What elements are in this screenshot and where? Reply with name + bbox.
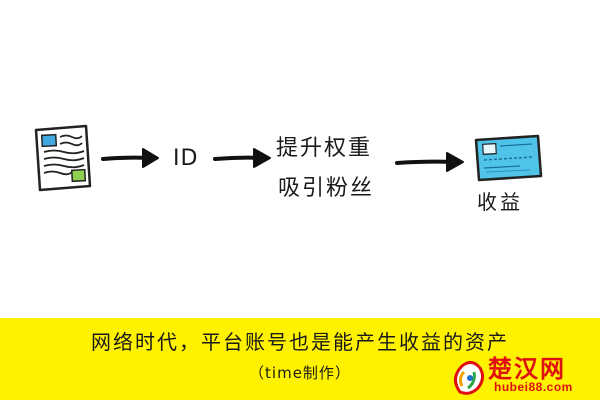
arrow-icon-1: [101, 148, 159, 168]
id-label: ID: [173, 146, 199, 171]
income-label: 收益: [477, 190, 523, 214]
arrow-icon-2: [213, 148, 271, 168]
logo-url: hubei88.com: [494, 380, 573, 394]
logo-emblem-icon: [454, 361, 485, 395]
caption-sub-text: （time制作）: [249, 364, 351, 382]
caption-banner: [0, 318, 600, 400]
site-logo: [454, 361, 485, 395]
bank-card-icon: [474, 134, 543, 182]
attract-fans-label: 吸引粉丝: [278, 176, 375, 201]
logo-title: 楚汉网: [488, 355, 566, 383]
boost-weight-label: 提升权重: [276, 136, 373, 161]
document-icon: [34, 124, 92, 192]
arrow-icon-3: [395, 152, 464, 172]
caption-main-text: 网络时代，平台账号也是能产生收益的资产: [91, 330, 509, 354]
